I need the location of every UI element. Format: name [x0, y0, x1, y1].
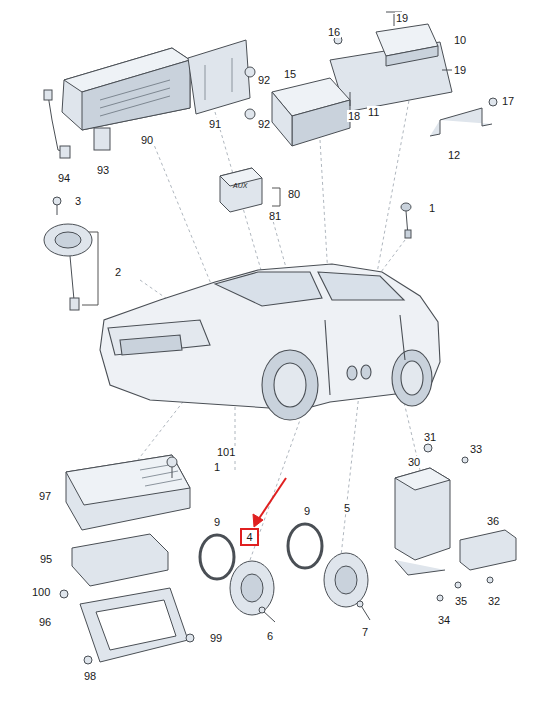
callout-number: 3 — [74, 195, 82, 207]
callout-number: 98 — [83, 670, 97, 682]
callout-number: 19 — [453, 64, 467, 76]
callout-number: 30 — [407, 456, 421, 468]
callout-number: 100 — [31, 586, 51, 598]
callout-number: 4 — [242, 531, 257, 543]
callout-number: 95 — [39, 553, 53, 565]
callout-number: 94 — [57, 172, 71, 184]
callout-number: 96 — [38, 616, 52, 628]
callout-number: 33 — [469, 443, 483, 455]
callout-number: 12 — [447, 149, 461, 161]
callout-number: 11 — [367, 106, 380, 118]
switch-marking: AUX — [233, 182, 247, 190]
callout-number: 7 — [361, 626, 369, 638]
callout-number: 81 — [268, 210, 282, 222]
callout-number: 15 — [283, 68, 297, 80]
callout-number: 99 — [209, 632, 223, 644]
callout-number: 80 — [287, 188, 301, 200]
callout-number: 34 — [437, 614, 451, 626]
highlight-box: 4 — [240, 528, 259, 546]
callout-number: 18 — [347, 110, 361, 122]
callout-number: 1 — [213, 461, 221, 473]
callout-number: 19 — [395, 12, 409, 24]
callout-number: 16 — [327, 26, 341, 38]
callout-number: 101 — [216, 446, 236, 458]
callout-number: 2 — [114, 266, 122, 278]
callout-number: 36 — [486, 515, 500, 527]
callout-number: 35 — [454, 595, 468, 607]
callout-number: 92 — [257, 74, 271, 86]
callout-number: 9 — [303, 505, 311, 517]
callout-number: 9 — [213, 516, 221, 528]
callout-number: 93 — [96, 164, 110, 176]
callout-number: 32 — [487, 595, 501, 607]
callout-number: 10 — [453, 34, 467, 46]
callout-number: 97 — [38, 490, 52, 502]
callout-number: 90 — [140, 134, 154, 146]
callout-number: 1 — [428, 202, 436, 214]
callout-number: 91 — [208, 118, 222, 130]
callout-number: 92 — [257, 118, 271, 130]
callout-number: 5 — [343, 502, 351, 514]
callout-number: 31 — [423, 431, 437, 443]
callout-number: 17 — [501, 95, 515, 107]
callout-number: 6 — [266, 630, 274, 642]
